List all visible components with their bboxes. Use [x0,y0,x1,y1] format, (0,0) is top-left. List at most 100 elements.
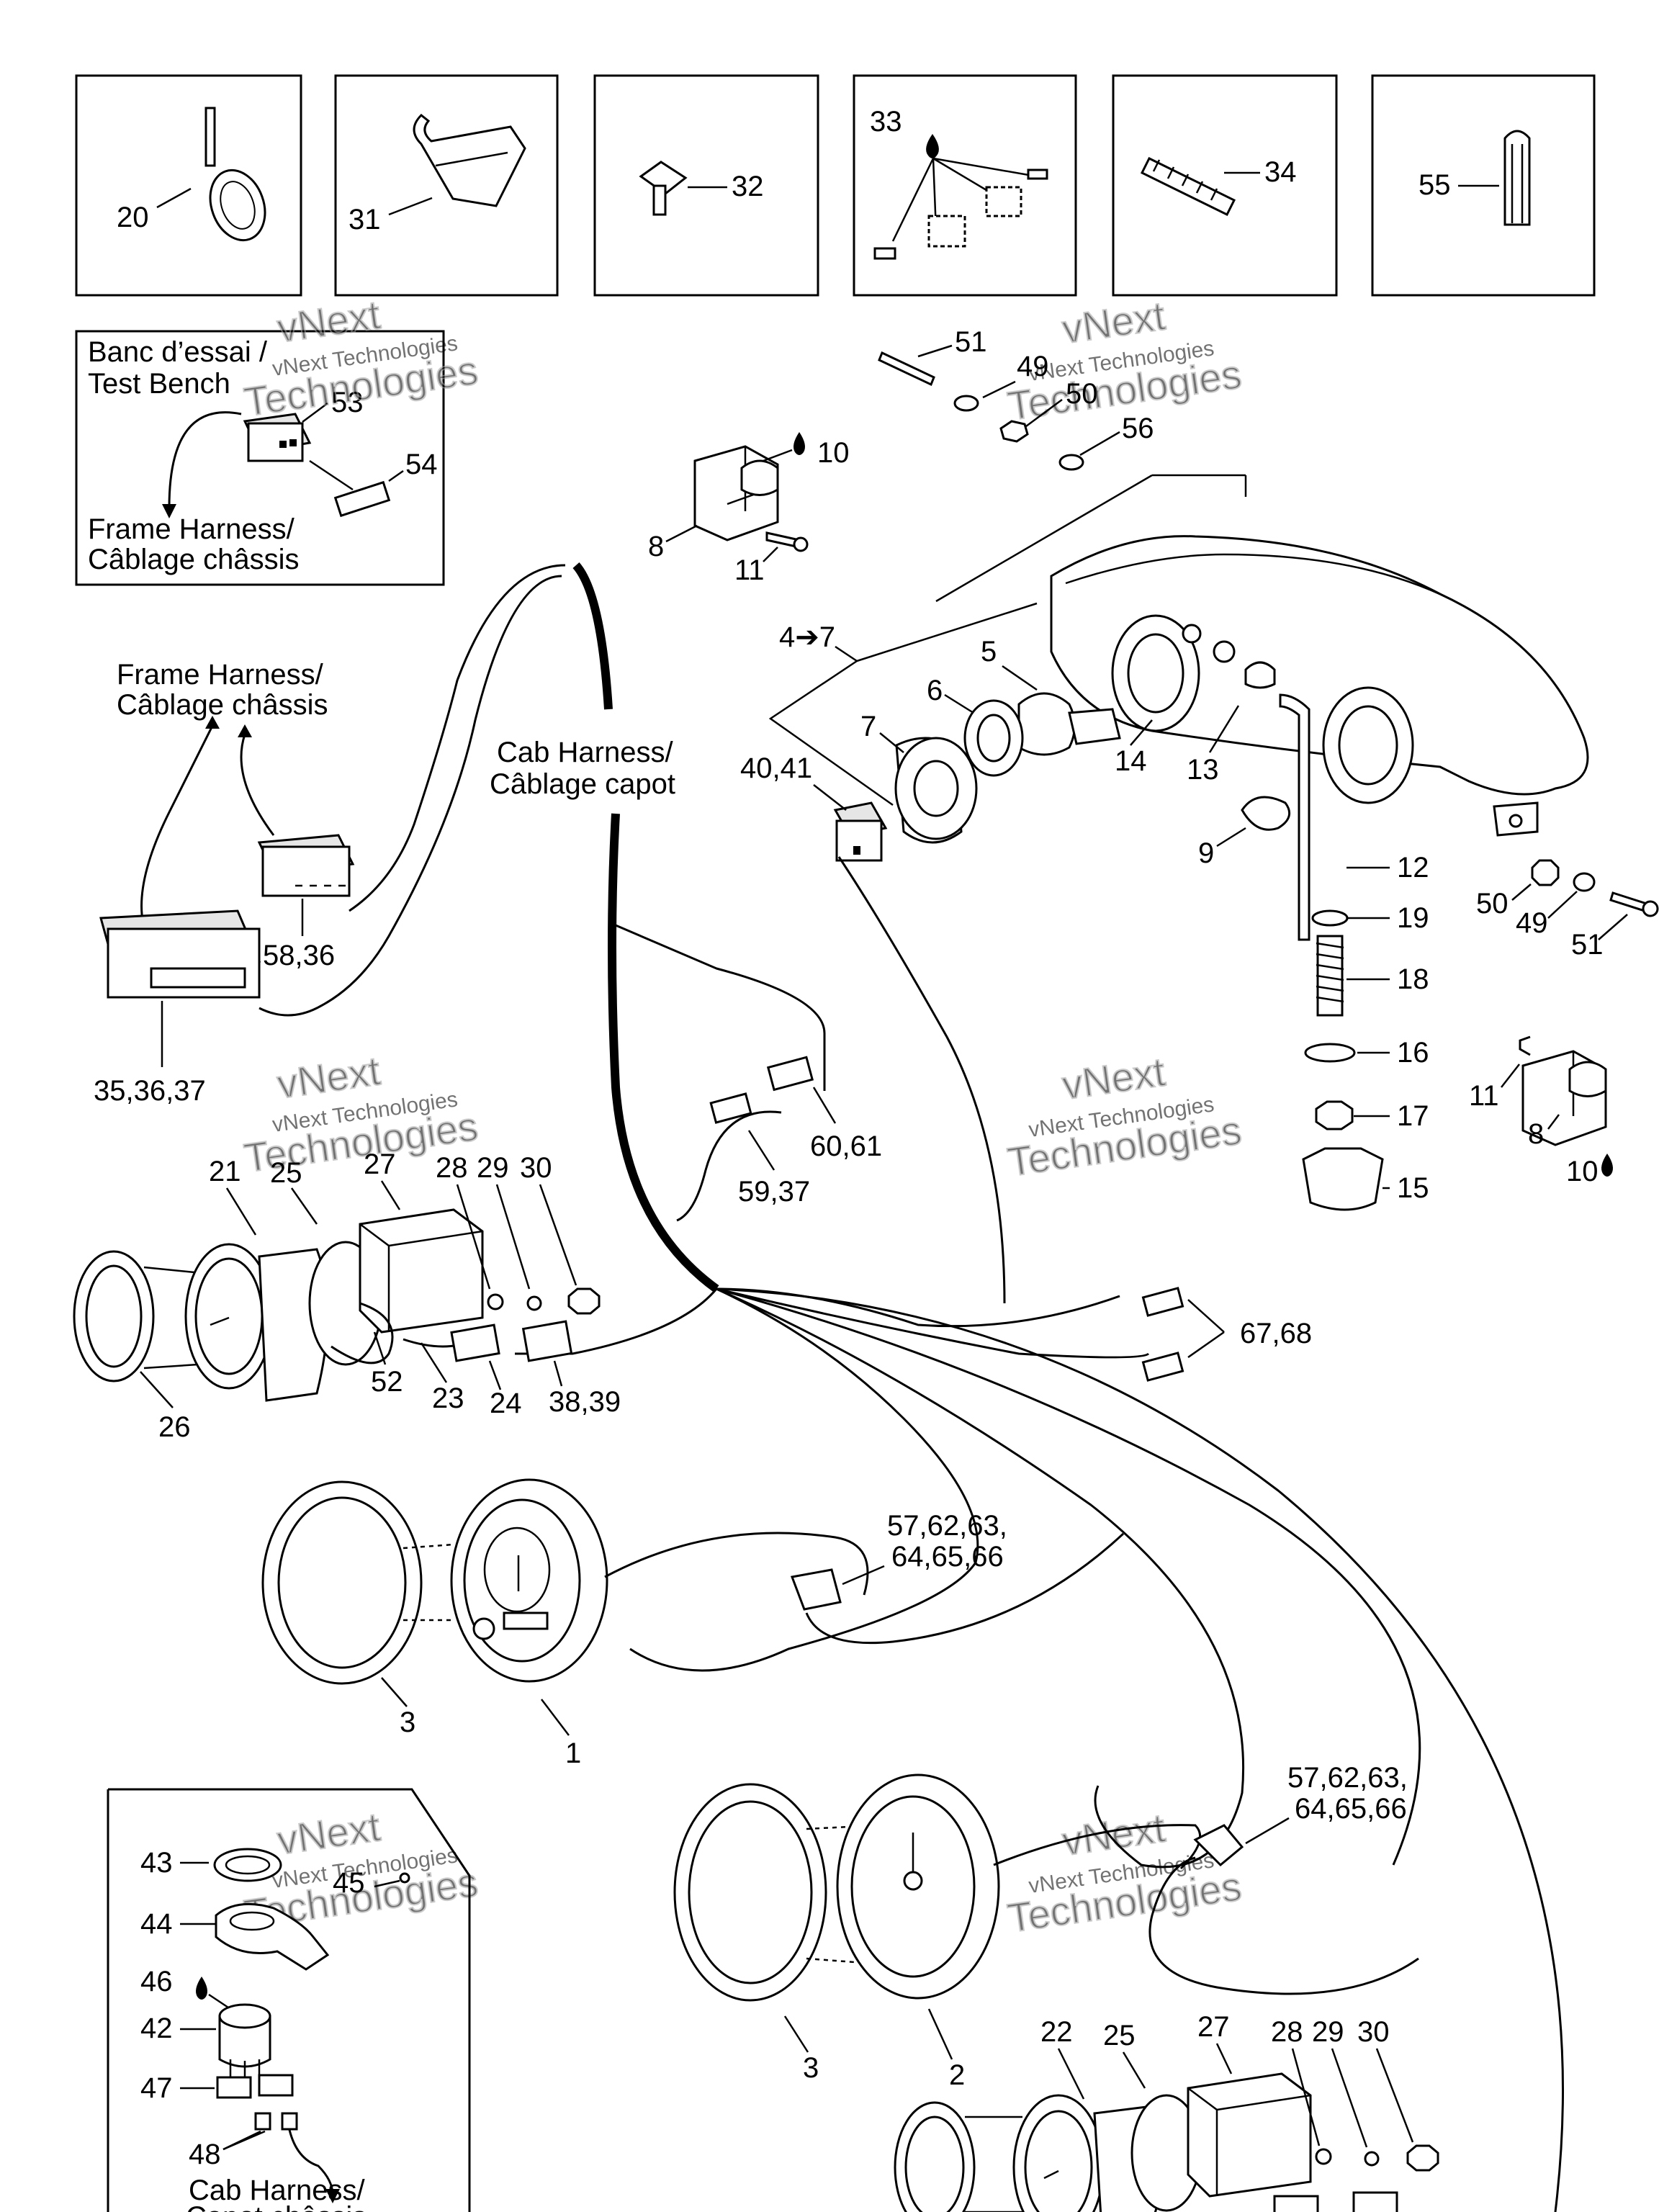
svg-text:vNext: vNext [274,292,383,351]
callout-58-36: 58,36 [263,940,335,971]
cable-tie-part [204,107,266,242]
callout-16: 16 [1397,1037,1429,1069]
bulb-5 [1017,692,1121,756]
test-bench-title-fr: Banc d’essai / [88,336,268,368]
callout-13: 13 [1187,754,1219,786]
callout-30a: 30 [520,1152,552,1184]
callout-57b-line2: 64,65,66 [1295,1793,1407,1825]
callout-49b: 49 [1516,907,1548,939]
callout-22: 22 [1040,2016,1073,2048]
callout-44: 44 [140,1908,173,1940]
callout-40-41: 40,41 [740,752,812,784]
callout-8b: 8 [1528,1118,1544,1150]
callout-52: 52 [371,1366,403,1398]
cab-harness: Cab Harness/ Câblage capot [258,562,1565,2212]
callout-28b: 28 [1271,2016,1303,2048]
callout-31: 31 [349,204,381,235]
callout-9: 9 [1198,837,1214,869]
callout-48: 48 [189,2139,221,2170]
callout-4-7: 4➔7 [779,621,835,653]
callout-7: 7 [860,711,876,742]
callout-50b: 50 [1476,888,1509,920]
inset-label-1: Cab Harness/ [189,2175,365,2206]
callout-11a: 11 [734,554,765,586]
callout-42: 42 [140,2013,173,2044]
callout-12: 12 [1397,852,1429,884]
test-bench-title-en: Test Bench [88,368,230,400]
retainer-6 [963,699,1024,777]
box-34: 34 [1112,74,1338,297]
connector-53 [243,413,312,462]
svg-text:vNext: vNext [1059,1048,1168,1107]
callout-30b: 30 [1357,2016,1390,2048]
watermark-4: vNext vNext Technologies Technologies [1004,1048,1244,1185]
callout-46: 46 [140,1966,173,1997]
callout-3b: 3 [803,2052,819,2084]
gauge-2 [673,1773,1419,2002]
callout-56: 56 [1122,413,1154,444]
callout-60-61: 60,61 [810,1130,882,1162]
callout-34: 34 [1264,156,1297,188]
cap-7 [894,737,978,844]
callout-10b: 10 [1566,1156,1599,1187]
cab-harness-label-1: Cab Harness/ [497,737,673,768]
callout-29a: 29 [477,1152,509,1184]
callout-29b: 29 [1312,2016,1344,2048]
callout-50a: 50 [1066,378,1098,410]
oil-drop-icon [793,432,805,455]
callout-35-36-37: 35,36,37 [94,1075,206,1107]
test-bench-box: Banc d’essai / Test Bench 53 54 Frame Ha… [75,330,445,586]
svg-text:vNext: vNext [274,1804,383,1863]
inset-box: 43 45 44 46 42 47 48 Cab Harness/ Capot … [107,1788,471,2212]
gauge-1 [261,1478,1125,1685]
callout-27b: 27 [1197,2011,1230,2043]
callout-15: 15 [1397,1172,1429,1204]
connector-59-37 [709,1092,752,1124]
callout-14: 14 [1115,745,1147,777]
svg-text:vNext: vNext [274,1048,383,1107]
callout-67-68: 67,68 [1240,1318,1312,1349]
callout-57a-line1: 57,62,63, [887,1510,1007,1542]
callout-24: 24 [490,1388,522,1419]
test-bench-frame-harness-2: Câblage châssis [88,544,300,575]
frame-harness-label-1: Frame Harness/ [117,659,324,691]
pivot-bracket-8 [693,445,779,541]
watermark-6: vNext vNext Technologies Technologies [1004,1804,1244,1941]
callout-38-39: 38,39 [549,1386,621,1418]
inset-label-2: Capot châssis [186,2201,367,2212]
callout-53: 53 [331,387,364,418]
screw-part [639,161,688,216]
callout-8a: 8 [648,531,664,562]
oil-drop-icon [196,1977,207,2000]
box-55: 55 [1371,74,1596,297]
box-31: 31 [334,74,559,297]
callout-18: 18 [1397,963,1429,995]
callout-21: 21 [209,1156,241,1187]
callout-57a-line2: 64,65,66 [891,1541,1004,1573]
oil-drop-icon [926,134,939,158]
callout-47: 47 [140,2072,173,2104]
callout-32: 32 [732,171,764,202]
callout-51b: 51 [1571,929,1604,961]
frame-harness-left: Frame Harness/ Câblage châssis [117,659,328,928]
callout-33: 33 [870,106,902,138]
callout-43: 43 [140,1847,173,1879]
callout-54: 54 [405,449,438,480]
frame-harness-label-2: Câblage châssis [117,689,328,721]
callout-17: 17 [1397,1100,1429,1132]
callout-20: 20 [117,202,149,233]
callout-27a: 27 [364,1148,396,1180]
pivot-bracket-8b [1519,1035,1607,1146]
box-33: 33 [853,74,1077,297]
callout-11b: 11 [1469,1080,1499,1112]
svg-text:vNext: vNext [1059,292,1168,351]
callout-3a: 3 [400,1707,415,1738]
callout-1: 1 [565,1737,581,1769]
callout-5: 5 [981,636,997,667]
bracket-part [413,113,526,207]
callout-23: 23 [432,1382,464,1414]
callout-26: 26 [158,1411,191,1443]
callout-28a: 28 [436,1152,468,1184]
oil-drop-icon [1601,1154,1613,1177]
